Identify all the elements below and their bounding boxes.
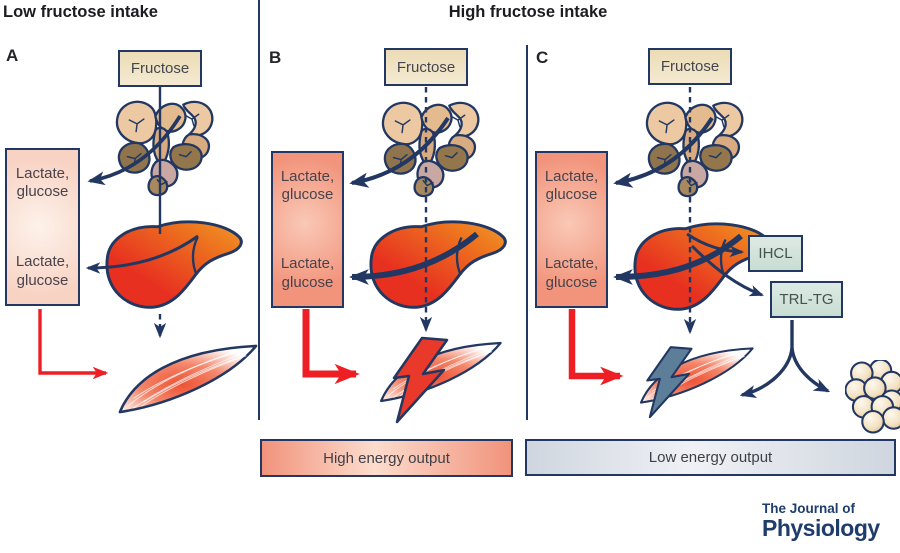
low-energy-output-bar: Low energy output: [525, 439, 896, 476]
gut-to-blood-arrow: [349, 116, 450, 188]
metabolite-box: Lactate, glucose Lactate, glucose: [535, 151, 608, 308]
journal-logo-line2: Physiology: [762, 514, 880, 541]
liver-illustration: [105, 220, 243, 309]
panel-b-organs: [369, 101, 507, 424]
metabolite-label-liver: Lactate, glucose: [15, 253, 70, 289]
energy-output-arrow: [302, 309, 360, 385]
panel-divider-bc: [526, 45, 528, 420]
liver-to-blood-arrow: [85, 234, 199, 274]
panel-a-organs: [105, 100, 258, 414]
energy-output-arrow: [38, 309, 109, 380]
intestine-illustration: [381, 101, 480, 198]
metabolite-box: Lactate, glucose Lactate, glucose: [271, 151, 344, 308]
panel-c-label: C: [536, 48, 549, 67]
high-fructose-title: High fructose intake: [448, 3, 608, 21]
liver-to-ihcl-arrow: [686, 232, 745, 258]
trl-tg-box: TRL-TG: [770, 281, 843, 318]
ihcl-box: IHCL: [748, 235, 803, 272]
muscle-illustration: [639, 347, 754, 404]
metabolite-label-gut: Lactate, glucose: [544, 168, 599, 204]
adipocyte-cluster-illustration: [845, 360, 900, 434]
liver-to-blood-arrow: [349, 231, 479, 285]
journal-logo: The Journal of Physiology: [762, 502, 880, 540]
metabolite-box: Lactate, glucose Lactate, glucose: [5, 148, 80, 306]
trltg-to-muscle-arrow: [739, 347, 794, 398]
high-energy-output-bar: High energy output: [260, 439, 513, 477]
gut-to-blood-arrow: [87, 115, 182, 186]
intestine-illustration: [115, 100, 214, 197]
metabolite-label-liver: Lactate, glucose: [544, 255, 599, 291]
low-fructose-title: Low fructose intake: [3, 3, 158, 21]
liver-to-blood-arrow: [613, 233, 743, 285]
gut-to-blood-arrow: [613, 116, 714, 188]
panel-a-label: A: [6, 46, 19, 65]
intestine-illustration: [645, 101, 744, 198]
metabolite-label-liver: Lactate, glucose: [280, 255, 335, 291]
muscle-illustration: [380, 341, 502, 403]
lightning-bolt-icon: [646, 346, 693, 419]
liver-illustration: [369, 220, 507, 309]
trltg-to-adipose-arrow: [790, 347, 831, 393]
energy-output-arrow: [568, 309, 624, 386]
fructose-box: Fructose: [118, 50, 202, 87]
lightning-bolt-icon: [392, 336, 449, 424]
metabolite-label-gut: Lactate, glucose: [280, 168, 335, 204]
fructose-box: Fructose: [648, 48, 732, 85]
panel-b-label: B: [269, 48, 282, 67]
metabolite-label-gut: Lactate, glucose: [15, 165, 70, 201]
journal-logo-line1: The Journal of: [762, 501, 856, 516]
fructose-box: Fructose: [384, 48, 468, 86]
muscle-illustration: [118, 344, 258, 414]
panel-divider-ab: [258, 0, 260, 420]
